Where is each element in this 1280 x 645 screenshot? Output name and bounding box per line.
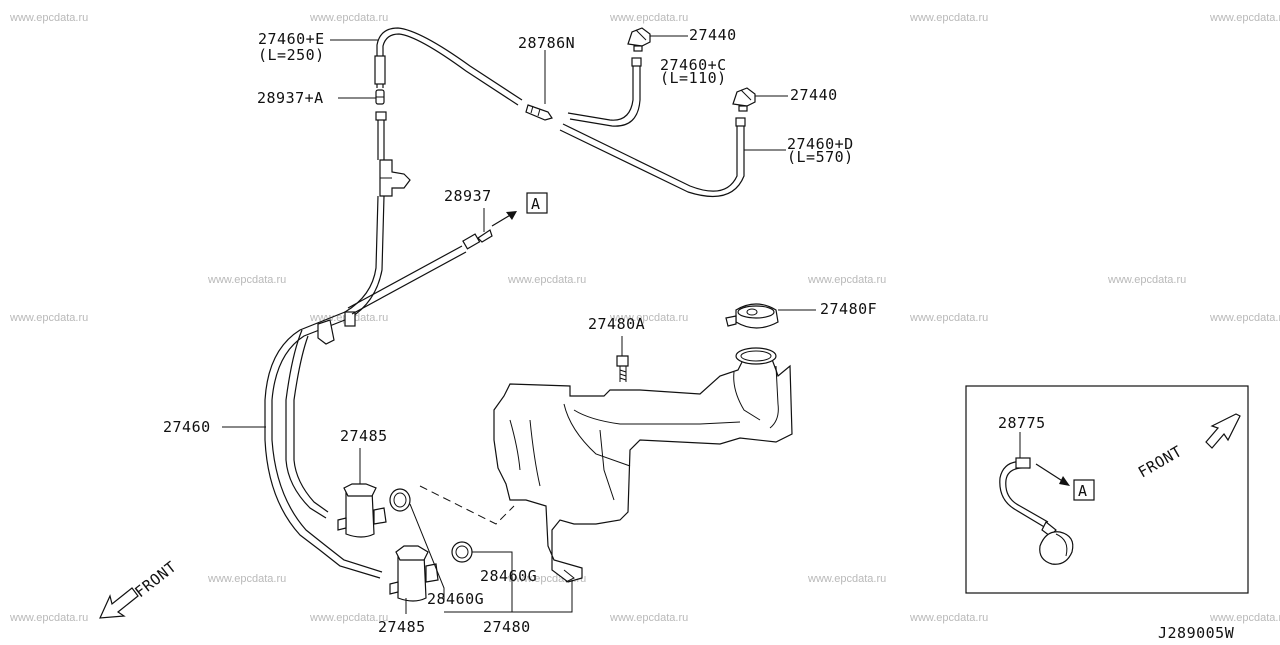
- watermark: www.epcdata.ru: [207, 573, 286, 585]
- watermark: www.epcdata.ru: [207, 274, 286, 286]
- watermark: www.epcdata.ru: [1209, 612, 1280, 624]
- watermark: www.epcdata.ru: [309, 12, 388, 24]
- washer-pump-lower: [389, 545, 439, 614]
- watermarks: www.epcdata.ru www.epcdata.ru www.epcdat…: [9, 12, 1280, 624]
- watermark: www.epcdata.ru: [909, 612, 988, 624]
- watermark: www.epcdata.ru: [9, 312, 88, 324]
- hose-clip-upper: [379, 159, 411, 197]
- check-valve: [525, 50, 553, 121]
- callout-grommet-left: 28460G: [427, 590, 484, 608]
- grommet-upper: [389, 488, 445, 600]
- inset-panel: 28775 A FRONT: [965, 385, 1249, 594]
- callout-main-hose: 27460: [163, 418, 211, 436]
- callout-tank: 27480: [483, 618, 531, 636]
- callout-tank-bolt: 27480A: [588, 315, 645, 333]
- watermark: www.epcdata.ru: [909, 312, 988, 324]
- callout-pump-lower: 27485: [378, 618, 426, 636]
- hose-clip-lower: [317, 311, 356, 345]
- inset-front-arrow-icon: [1205, 413, 1241, 449]
- callout-check-valve: 28786N: [518, 34, 575, 52]
- watermark: www.epcdata.ru: [309, 612, 388, 624]
- callout-pump-upper: 27485: [340, 427, 388, 445]
- callout-hose-c: 27460+C: [660, 56, 727, 74]
- hidden-line: [419, 485, 515, 525]
- washer-nozzle-2: [732, 87, 788, 112]
- callout-hose-d: 27460+D: [787, 135, 854, 153]
- hose-d: [559, 117, 786, 198]
- callout-hose-e: 27460+E: [258, 30, 325, 48]
- connector-28937-line: [347, 208, 517, 315]
- callout-nozzle-2: 27440: [790, 86, 838, 104]
- tank-leader: [444, 580, 573, 613]
- watermark: www.epcdata.ru: [807, 274, 886, 286]
- callout-connector: 28937: [444, 187, 492, 205]
- watermark: www.epcdata.ru: [507, 274, 586, 286]
- inset-callout-part: 28775: [998, 414, 1046, 432]
- washer-pump-upper: [337, 448, 387, 538]
- callouts: 27460+E (L=250) 28937+A 28786N 27440 274…: [163, 26, 877, 636]
- grommet-lower: [451, 541, 513, 612]
- watermark: www.epcdata.ru: [909, 12, 988, 24]
- diagram-code: J289005W: [1158, 624, 1235, 640]
- washer-nozzle-1: [627, 27, 688, 52]
- callout-hose-e-length: (L=250): [258, 46, 325, 64]
- watermark: www.epcdata.ru: [1107, 274, 1186, 286]
- hose-c: [567, 57, 642, 127]
- inset-ref-label: A: [1078, 482, 1088, 500]
- ref-box-a: A: [526, 192, 548, 214]
- ref-label: A: [531, 195, 541, 213]
- front-label: FRONT: [131, 558, 180, 602]
- callout-cap: 27480F: [820, 300, 877, 318]
- washer-tank: [493, 347, 793, 583]
- watermark: www.epcdata.ru: [609, 312, 688, 324]
- tank-bolt: [616, 336, 629, 382]
- watermark: www.epcdata.ru: [609, 12, 688, 24]
- tank-cap: [725, 303, 816, 329]
- watermark: www.epcdata.ru: [807, 573, 886, 585]
- callout-connector-a: 28937+A: [257, 89, 324, 107]
- watermark: www.epcdata.ru: [1209, 12, 1280, 24]
- hose-end: [631, 57, 642, 67]
- callout-hose-d-length: (L=570): [787, 148, 854, 166]
- callout-grommet-right: 28460G: [480, 567, 537, 585]
- hose-sleeve: [374, 55, 386, 85]
- watermark: www.epcdata.ru: [9, 612, 88, 624]
- front-arrow-icon: FRONT: [99, 558, 180, 619]
- watermark: www.epcdata.ru: [609, 612, 688, 624]
- watermark: www.epcdata.ru: [9, 12, 88, 24]
- callout-hose-c-length: (L=110): [660, 69, 727, 87]
- watermark: www.epcdata.ru: [1209, 312, 1280, 324]
- upper-hose: [374, 27, 523, 106]
- callout-nozzle-1: 27440: [689, 26, 737, 44]
